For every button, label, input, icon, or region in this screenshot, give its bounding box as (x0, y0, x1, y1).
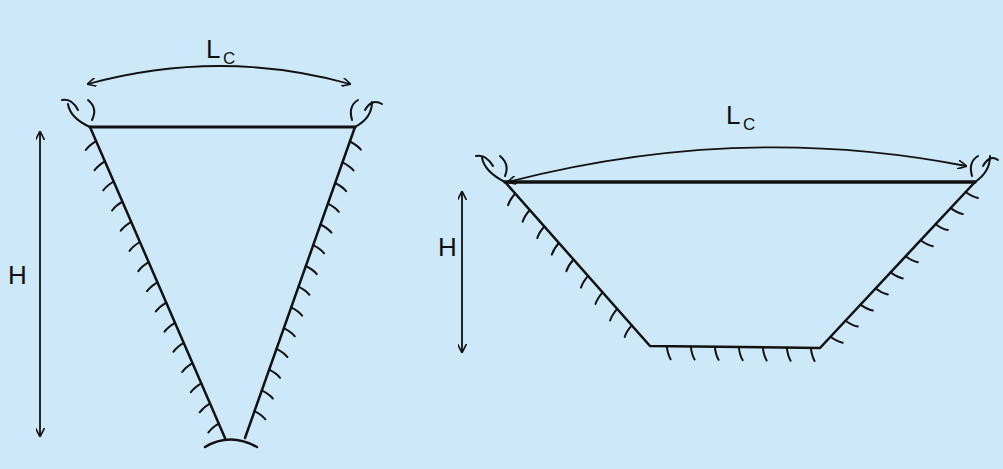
rim-hook (62, 100, 94, 127)
width-arrow (508, 147, 966, 182)
height-arrow (461, 192, 463, 352)
height-arrow (39, 132, 41, 436)
dimension-symbol: H (438, 234, 457, 260)
slope-hachures (86, 141, 978, 432)
rim-hook (351, 100, 382, 127)
dimension-symbol: L (206, 36, 220, 62)
dimension-symbol: H (8, 262, 27, 288)
hachure-ticks (86, 141, 978, 432)
width-line (90, 126, 355, 129)
valley-floor (205, 440, 257, 448)
width-arrow (88, 66, 350, 84)
rim-hook (971, 156, 998, 182)
dimension-symbol: L (726, 102, 740, 128)
valley-profile (505, 182, 975, 348)
dimension-subscript: C (223, 50, 235, 67)
rim-hook (476, 156, 507, 182)
width-line (505, 180, 975, 184)
dimension-subscript: C (743, 116, 755, 133)
